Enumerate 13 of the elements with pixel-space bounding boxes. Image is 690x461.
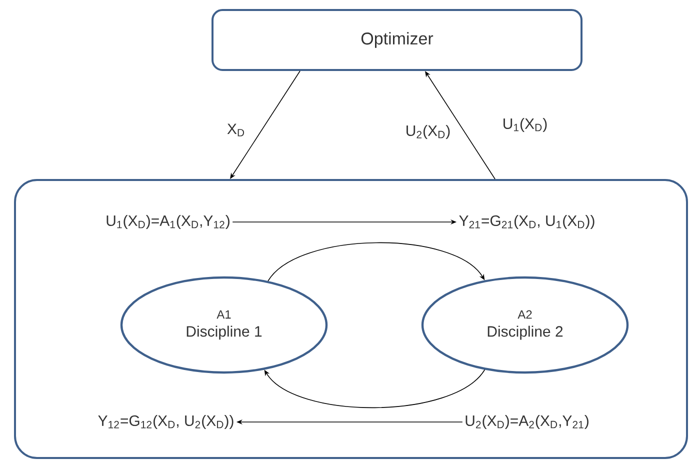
- system-box: [14, 179, 688, 459]
- edge-label: X$_{D}$: [226, 122, 246, 138]
- process-box: Optimizer: [212, 9, 582, 71]
- equation-text: U$_{1}$(X$_{D}$)=A$_{1}$(X$_{D}$,Y$_{12}$): [106, 215, 230, 229]
- arrow: [264, 369, 486, 408]
- equation-text: U$_{2}$(X$_{D}$)=A$_{2}$(X$_{D}$,Y$_{21}$): [466, 415, 588, 429]
- equation-text: Y$_{12}$=G$_{12}$(X$_{D}$, U$_{2}$(X$_{D}$)): [98, 415, 234, 429]
- arrow: [425, 71, 496, 180]
- flow-label: U$_{1}$(X$_{D}$): [504, 118, 547, 132]
- edge-label: U$_{2}$(X$_{D}$): [404, 124, 452, 140]
- arrow: [230, 70, 300, 179]
- arrow: [268, 242, 485, 282]
- equation-text: Y$_{21}$=G$_{21}$(X$_{D}$, U$_{1}$(X$_{D}$)): [459, 215, 594, 229]
